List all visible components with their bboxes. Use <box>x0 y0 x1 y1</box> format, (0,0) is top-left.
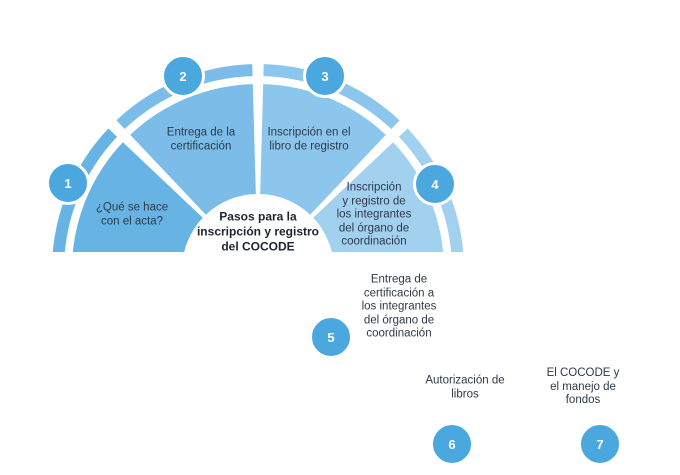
step-7-segment <box>520 65 655 205</box>
step-1-label: ¿Qué se hace con el acta? <box>96 202 168 229</box>
label-line: coordinación <box>341 235 407 248</box>
step-4-number-badge: 4 <box>413 162 457 206</box>
label-line: el manejo de <box>550 380 616 393</box>
step-3-segment <box>260 84 386 215</box>
label-line: Entrega de <box>370 273 428 286</box>
step-3-outer-band <box>263 64 400 130</box>
label-line: certificación a <box>363 286 435 299</box>
label-line: del órgano de <box>363 313 435 326</box>
step-2-number-badge: 2 <box>161 54 205 98</box>
step-2-segment <box>130 84 256 215</box>
step-4-outer-band <box>398 128 464 252</box>
label-line: libro de registro <box>269 140 349 152</box>
label-line: los integrantes <box>336 208 412 221</box>
step-1-segment <box>72 142 203 252</box>
step-6-number-badge: 6 <box>430 422 474 466</box>
diagram-title: Pasos para la inscripción y registro del… <box>197 210 319 255</box>
label-line: Inscripción en el <box>267 126 351 139</box>
step-1-outer-band <box>52 128 118 252</box>
label-line: los integrantes <box>361 300 437 313</box>
label-line: Inscripción <box>346 181 402 194</box>
step-1-number-badge: 1 <box>46 161 90 205</box>
label-line: libros <box>451 388 479 400</box>
title-line: inscripción y registro <box>196 224 320 239</box>
title-line: del COCODE <box>221 239 295 254</box>
step-5-label: Entrega de certificación a los integrant… <box>362 273 437 341</box>
step-7-inner-band <box>520 191 569 221</box>
step-6-inner-band <box>467 191 516 221</box>
label-line: ¿Qué se hace <box>95 201 169 214</box>
step-4-label: Inscripción y registro de los integrante… <box>337 181 412 249</box>
step-2-outer-band <box>116 64 253 130</box>
label-line: El COCODE y <box>546 366 620 379</box>
step-2-label: Entrega de la certificación <box>167 127 235 154</box>
upper-ring <box>52 64 464 252</box>
step-6-label: Autorización de libros <box>425 375 504 402</box>
step-7-label: El COCODE y el manejo de fondos <box>547 367 620 408</box>
step-7-number-badge: 7 <box>578 422 622 466</box>
label-line: certificación <box>170 140 232 152</box>
title-line: Pasos para la <box>219 209 297 224</box>
step-5-number-badge: 5 <box>309 315 353 359</box>
label-line: Entrega de la <box>166 126 236 139</box>
label-line: y registro de <box>342 194 406 207</box>
label-line: Autorización de <box>425 374 505 387</box>
label-line: del órgano de <box>338 221 410 234</box>
step-3-number-badge: 3 <box>303 54 347 98</box>
step-3-label: Inscripción en el libro de registro <box>267 127 350 154</box>
label-line: fondos <box>565 393 601 406</box>
label-line: coordinación <box>366 327 432 340</box>
step-4-segment <box>313 142 444 252</box>
label-line: con el acta? <box>100 215 164 227</box>
